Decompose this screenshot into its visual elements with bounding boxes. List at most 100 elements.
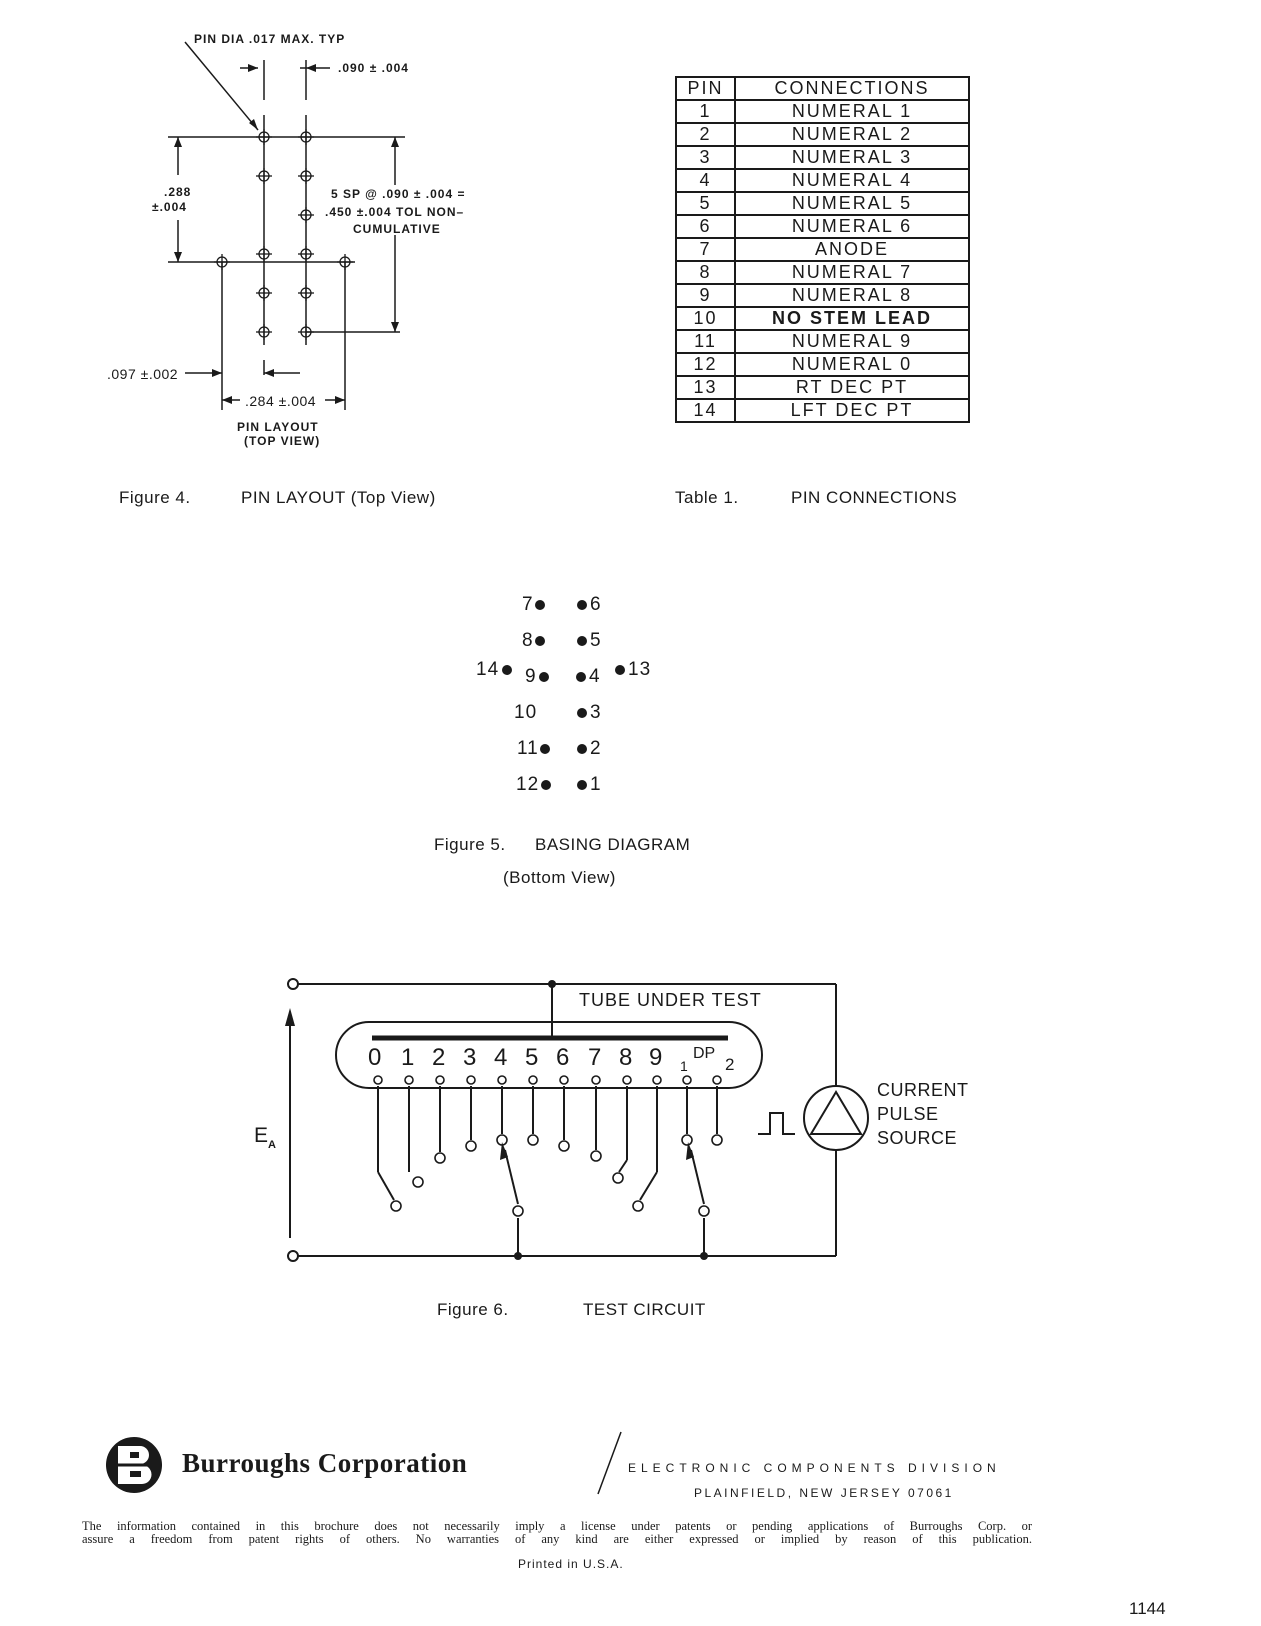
figure5-caption-title: BASING DIAGRAM <box>535 835 691 854</box>
connection-cell: NUMERAL 0 <box>734 352 970 377</box>
pin-cell: 3 <box>675 145 736 170</box>
figure4-caption-title: PIN LAYOUT (Top View) <box>241 488 436 507</box>
page-number: 1144 <box>1129 1599 1166 1618</box>
connection-cell: NUMERAL 6 <box>734 214 970 239</box>
basing-pin-6: 6 <box>590 594 602 615</box>
digit-label: 2 <box>432 1044 446 1071</box>
disclaimer: The information contained in this brochu… <box>82 1520 1032 1546</box>
dim-284: .284 ±.004 <box>245 393 317 409</box>
basing-pin-1: 1 <box>590 774 602 795</box>
tube-under-test-label: TUBE UNDER TEST <box>579 990 762 1010</box>
dp-label: DP <box>693 1045 716 1062</box>
figure6-caption-number: Figure 6. <box>437 1300 509 1319</box>
pin-cell: 7 <box>675 237 736 262</box>
basing-pin-13: 13 <box>628 659 652 680</box>
basing-pin-4: 4 <box>589 666 601 687</box>
ea-subscript: A <box>268 1139 276 1151</box>
source-line3: SOURCE <box>877 1128 958 1148</box>
digit-label: 7 <box>588 1044 602 1071</box>
disclaimer-line1: The information contained in this brochu… <box>82 1519 1032 1533</box>
pin-dot-12 <box>541 780 551 790</box>
table1-caption-title: PIN CONNECTIONS <box>791 488 958 507</box>
basing-pin-12: 12 <box>516 774 540 795</box>
connection-cell: NUMERAL 7 <box>734 260 970 285</box>
basing-pin-8: 8 <box>522 630 534 651</box>
dim-pin-dia: PIN DIA .017 MAX. TYP <box>194 32 346 46</box>
tube-digits-row: 0 1 2 3 4 5 6 7 8 9 <box>368 1044 688 1072</box>
pin-cell: 11 <box>675 329 736 354</box>
dp-left-label: 1 <box>680 1058 688 1074</box>
pin-cell: 9 <box>675 283 736 308</box>
basing-pin-2: 2 <box>590 738 602 759</box>
connection-cell: NUMERAL 2 <box>734 122 970 147</box>
current-source-label: CURRENT PULSE SOURCE <box>877 1078 969 1150</box>
pin-dot-5 <box>577 636 587 646</box>
pin-dot-4 <box>576 672 586 682</box>
figure6-caption-title: TEST CIRCUIT <box>583 1300 706 1319</box>
header-connections: CONNECTIONS <box>734 76 970 101</box>
figure4-inner-title: PIN LAYOUT <box>237 420 319 434</box>
digit-label: 6 <box>556 1044 570 1071</box>
source-line2: PULSE <box>877 1104 939 1124</box>
pin-cell: 2 <box>675 122 736 147</box>
connection-cell: LFT DEC PT <box>734 398 970 423</box>
disclaimer-line2: assure a freedom from patent rights of o… <box>82 1532 1032 1546</box>
digit-label: 3 <box>463 1044 477 1071</box>
basing-pin-3: 3 <box>590 702 602 723</box>
figure5-caption-sub: (Bottom View) <box>503 868 616 887</box>
basing-pin-9: 9 <box>525 666 537 687</box>
connection-cell: NUMERAL 4 <box>734 168 970 193</box>
pin-dot-14 <box>502 665 512 675</box>
dim-097: .097 ±.002 <box>107 366 179 382</box>
figure4-inner-subtitle: (TOP VIEW) <box>244 434 321 448</box>
connection-cell: ANODE <box>734 237 970 262</box>
pin-cell: 6 <box>675 214 736 239</box>
connection-cell: RT DEC PT <box>734 375 970 400</box>
dim-pin-spacing: .090 ± .004 <box>338 61 409 75</box>
ea-label: EA <box>254 1124 276 1151</box>
pin-dot-1 <box>577 780 587 790</box>
pin-dot-8 <box>535 636 545 646</box>
digit-label: 1 <box>401 1044 415 1071</box>
company-name: Burroughs Corporation <box>182 1448 468 1478</box>
digit-label: 9 <box>649 1044 663 1071</box>
connection-cell: NO STEM LEAD <box>734 306 970 331</box>
dim-288-tol: ±.004 <box>152 200 187 214</box>
table-header-row: PIN CONNECTIONS <box>675 76 970 101</box>
pin-cell: 5 <box>675 191 736 216</box>
pin-cell: 13 <box>675 375 736 400</box>
digit-label: 5 <box>525 1044 539 1071</box>
basing-pin-7: 7 <box>522 594 534 615</box>
basing-pin-11: 11 <box>517 738 539 759</box>
connection-cell: NUMERAL 9 <box>734 329 970 354</box>
basing-pin-10: 10 <box>514 702 538 723</box>
dim-5sp-line3: CUMULATIVE <box>353 222 441 236</box>
pin-dot-3 <box>577 708 587 718</box>
pin-cell: 8 <box>675 260 736 285</box>
pin-dot-7 <box>535 600 545 610</box>
pin-cell: 12 <box>675 352 736 377</box>
connection-cell: NUMERAL 1 <box>734 99 970 124</box>
pin-dot-9 <box>539 672 549 682</box>
pin-dot-13 <box>615 665 625 675</box>
division-name: ELECTRONIC COMPONENTS DIVISION <box>628 1461 1001 1475</box>
header-pin: PIN <box>675 76 736 101</box>
figure4-caption-number: Figure 4. <box>119 488 191 507</box>
pin-dot-6 <box>577 600 587 610</box>
basing-pin-5: 5 <box>590 630 602 651</box>
